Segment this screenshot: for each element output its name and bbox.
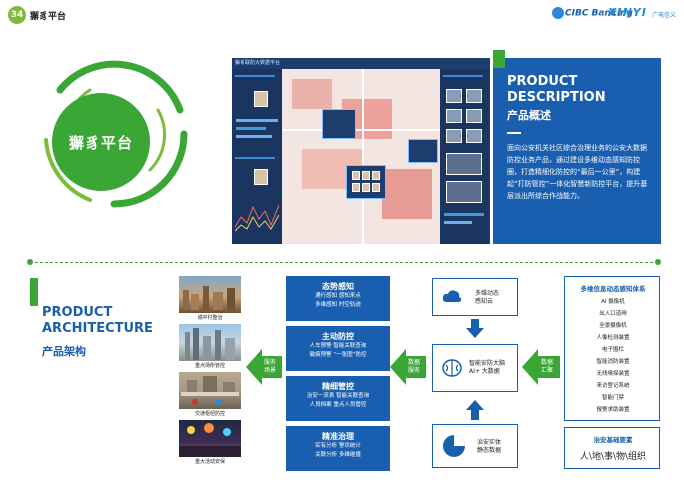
cloud-icon (442, 290, 462, 302)
product-description-box: PRODUCT DESCRIPTION 产品概述 面向公安机关社区综合治理业务的… (493, 58, 661, 244)
sensing-item: AI 摄像机 (601, 299, 625, 305)
sensing-item: 出入口道闸 (599, 311, 627, 317)
arrow-down-head (466, 328, 484, 338)
xinyi-logo: XINYI (608, 6, 647, 19)
block-line: 通行感知 感知来点 (315, 293, 361, 299)
description-heading-cn: 产品概述 (507, 109, 551, 122)
block-title: 态势感知 (322, 282, 354, 291)
description-accent-bar (493, 50, 505, 68)
architecture-heading-en: PRODUCT ARCHITECTURE (42, 305, 153, 337)
sensing-item: 智能门禁 (601, 395, 624, 401)
sensing-item: 来访登记系统 (596, 383, 630, 389)
sensing-item: 全景摄像机 (599, 323, 627, 329)
dashboard-right-panel (440, 69, 490, 244)
node-static-data: 治安实体静态数据 (432, 424, 518, 468)
sensing-item: 无线嗅探装置 (596, 371, 630, 377)
description-heading-en-2: DESCRIPTION (507, 90, 606, 105)
photo-caption-1: 城中村整治 (197, 315, 223, 321)
node-db-label: 治安实体静态数据 (477, 439, 502, 454)
photo-urban-village (179, 276, 241, 313)
cibc-logo: CIBC Banking (552, 7, 633, 19)
page-number-badge: 34 (8, 6, 26, 24)
security-elements-value: 人\地\事\物\组织 (579, 452, 647, 462)
sensing-system-title: 多维信息动态感知体系 (580, 285, 646, 293)
header-title: 獬豸平台 (30, 12, 67, 22)
description-body: 面向公安机关社区综合治理业务的公安大数据防控业务产品，通过建设多维动态感知防控圈… (507, 144, 648, 200)
dashboard-left-panel (232, 69, 282, 244)
photo-key-venues (179, 324, 241, 361)
arrow-data-service-body (404, 356, 426, 378)
arrow-data-gather-head (522, 349, 538, 385)
photo-transport-hub (179, 372, 241, 409)
dashboard-map (282, 69, 440, 244)
arrow-data-service-label: 数据服务 (407, 359, 420, 374)
block-line: 人员档案 重点人员管控 (309, 402, 367, 408)
architecture-accent-bar (30, 278, 38, 306)
architecture-heading-en-1: PRODUCT (42, 305, 113, 320)
dashboard-topbar: 獬豸联防大数据平台 (232, 58, 490, 69)
photo-caption-3: 交通枢纽防控 (194, 411, 225, 417)
node-sensing-cloud: 多维动态感知云 (432, 278, 518, 316)
architecture-heading-en-2: ARCHITECTURE (42, 321, 153, 336)
block-situation-awareness: 态势感知 通行感知 感知来点 多维感知 时空轨迹 (286, 276, 390, 321)
divider-dot-right (655, 259, 661, 265)
architecture-heading-cn: 产品架构 (42, 345, 86, 358)
cibc-logo-icon (552, 7, 564, 19)
arrow-up-stem (471, 410, 479, 420)
block-line: 徽痕预警 “一张图”防控 (309, 352, 367, 358)
xinyi-logo-sub: 广电信义 (652, 12, 677, 19)
node-cloud-label: 多维动态感知云 (475, 290, 500, 305)
block-line: 实有分析 警状统计 (315, 443, 361, 449)
arrow-service-body (260, 356, 282, 378)
sensing-item: 报警求助装置 (596, 407, 630, 413)
dashboard-screenshot: 獬豸联防大数据平台 (232, 58, 490, 244)
block-line: 多维感知 时空轨迹 (315, 302, 361, 308)
sensing-system-panel: 多维信息动态感知体系 AI 摄像机 出入口道闸 全景摄像机 人像检测装置 电子围… (564, 276, 660, 421)
pie-icon (443, 435, 465, 457)
brain-icon (442, 359, 462, 377)
divider-dot-left (27, 259, 33, 265)
dashboard-title: 獬豸联防大数据平台 (235, 60, 281, 66)
description-heading-en-1: PRODUCT (507, 74, 578, 89)
block-active-prevention: 主动防控 人车预警 智能关联查询 徽痕预警 “一张图”防控 (286, 326, 390, 371)
cibc-logo-text: CIBC Banking (565, 8, 633, 19)
photo-caption-4: 重大活动安保 (194, 459, 225, 465)
block-precise-governance: 精准治理 实有分析 警状统计 关联分析 多维碰撞 (286, 426, 390, 471)
arrow-data-service-head (390, 349, 406, 385)
block-fine-control: 精细管控 治安一流表 智能关联查询 人员档案 重点人员管控 (286, 376, 390, 421)
photo-caption-2: 重点场所管控 (194, 363, 225, 369)
photo-major-event (179, 420, 241, 457)
arrow-down-stem (471, 319, 479, 329)
arrow-data-gather-body (536, 356, 560, 378)
sensing-item: 智能消防装置 (596, 359, 630, 365)
arrow-up-head (466, 400, 484, 410)
block-title: 精准治理 (322, 432, 354, 441)
block-title: 精细管控 (322, 382, 354, 391)
hero-title: 獬豸平台 (68, 133, 133, 152)
sensing-item: 电子围栏 (601, 347, 624, 353)
block-line: 人车预警 智能关联查询 (309, 343, 367, 349)
logo-separator: × (599, 9, 606, 18)
block-line: 治安一流表 智能关联查询 (306, 393, 370, 399)
arrow-data-gather-label: 数据汇聚 (540, 359, 553, 374)
block-line: 关联分析 多维碰撞 (315, 452, 361, 458)
arrow-service-label: 服务场景 (263, 359, 276, 374)
description-separator (507, 132, 521, 134)
hero-circle: 獬豸平台 (52, 93, 150, 191)
section-divider (30, 262, 658, 263)
security-elements-title: 治安基础要素 (593, 436, 633, 444)
sensing-item: 人像检测装置 (596, 335, 630, 341)
block-title: 主动防控 (322, 332, 354, 341)
security-elements-panel: 治安基础要素 人\地\事\物\组织 (564, 427, 660, 469)
arrow-service-head (246, 349, 262, 385)
